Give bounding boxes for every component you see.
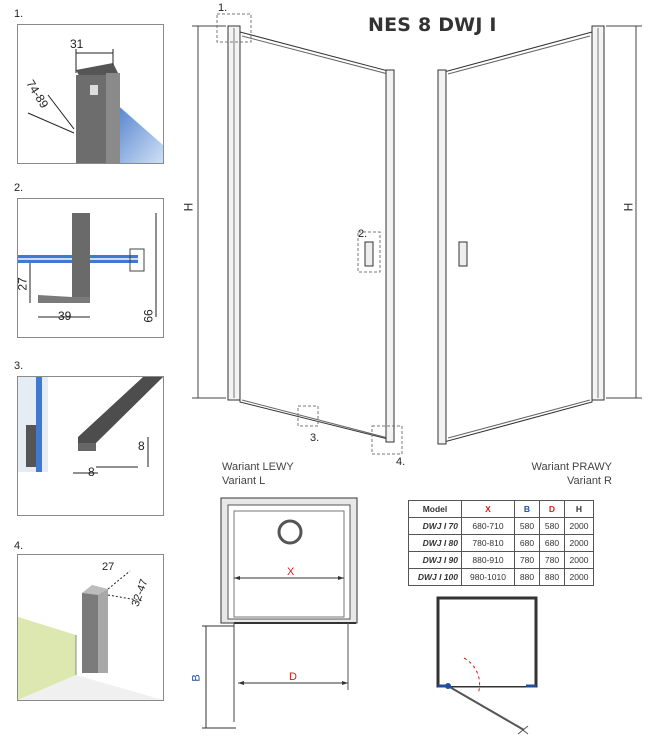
header-model: Model: [408, 500, 462, 518]
detail-3-dim-width: 8: [88, 465, 95, 479]
detail-2-number: 2.: [14, 182, 24, 194]
cell-b: 880: [514, 568, 540, 586]
table-header-row: Model X B D H: [408, 500, 594, 518]
table-row: DWJ I 100 980-1010 880 880 2000: [408, 568, 594, 586]
variant-right-line1: Wariant PRAWY: [531, 461, 612, 473]
detail-2-dim-39: 39: [58, 309, 72, 323]
cell-model: DWJ I 90: [408, 551, 462, 569]
right-door-drawing: [437, 25, 642, 445]
cell-model: DWJ I 70: [408, 517, 462, 535]
variant-right-line2: Variant R: [566, 475, 612, 487]
cell-d: 580: [539, 517, 565, 535]
detail-4-number: 4.: [14, 540, 24, 552]
door-elevations: [192, 13, 642, 455]
header-x: X: [461, 500, 515, 518]
cell-x: 880-910: [461, 551, 515, 569]
cell-h: 2000: [564, 568, 594, 586]
cell-b: 580: [514, 517, 540, 535]
detail-1-drawing: [27, 49, 163, 163]
height-label-right: H: [621, 202, 636, 212]
plan-b-label: B: [190, 674, 203, 682]
detail-3-number: 3.: [14, 360, 24, 372]
cell-d: 880: [539, 568, 565, 586]
product-title: NES 8 DWJ I: [368, 14, 497, 36]
detail-1-number: 1.: [14, 8, 24, 20]
plan-x-label: X: [287, 566, 295, 578]
callout-4: 4.: [396, 456, 406, 468]
cell-h: 2000: [564, 534, 594, 552]
detail-3-panel: 8 8: [17, 376, 164, 516]
cell-h: 2000: [564, 551, 594, 569]
cell-model: DWJ I 100: [408, 568, 462, 586]
header-d: D: [539, 500, 565, 518]
cell-b: 780: [514, 551, 540, 569]
callout-2: 2.: [358, 228, 368, 240]
cell-d: 680: [539, 534, 565, 552]
variant-right-label: Wariant PRAWY Variant R: [522, 460, 612, 488]
cell-x: 980-1010: [461, 568, 515, 586]
left-door-drawing: [192, 13, 403, 455]
callout-3: 3.: [310, 432, 320, 444]
cell-d: 780: [539, 551, 565, 569]
floor-plan-right: [436, 596, 538, 735]
variant-left-label: Wariant LEWY Variant L: [222, 460, 294, 488]
cell-x: 780-810: [461, 534, 515, 552]
detail-2-dim-66: 66: [141, 309, 156, 323]
variant-left-line2: Variant L: [222, 475, 266, 487]
detail-4-drawing: [18, 570, 163, 700]
cell-model: DWJ I 80: [408, 534, 462, 552]
cell-b: 680: [514, 534, 540, 552]
model-spec-table: Model X B D H DWJ I 70 680-710 580 580 2…: [408, 500, 594, 586]
floor-plan-left: [202, 497, 358, 729]
detail-4-dim-27: 27: [102, 561, 115, 573]
plan-d-label: D: [289, 671, 297, 683]
detail-1-panel: 31 74-89: [17, 24, 164, 164]
header-b: B: [514, 500, 540, 518]
cell-x: 680-710: [461, 517, 515, 535]
table-row: DWJ I 80 780-810 680 680 2000: [408, 534, 594, 552]
detail-2-panel: 27 39 66: [17, 198, 164, 338]
detail-4-panel: 27 32-47: [17, 554, 164, 701]
detail-2-dim-27: 27: [17, 277, 30, 291]
table-row: DWJ I 90 880-910 780 780 2000: [408, 551, 594, 569]
header-h: H: [564, 500, 594, 518]
table-row: DWJ I 70 680-710 580 580 2000: [408, 517, 594, 535]
detail-3-dim-height: 8: [138, 439, 145, 453]
variant-left-line1: Wariant LEWY: [222, 461, 294, 473]
cell-h: 2000: [564, 517, 594, 535]
detail-1-dim-width: 31: [70, 37, 84, 51]
detail-3-drawing: [18, 377, 163, 474]
detail-2-drawing: [18, 213, 157, 318]
callout-1: 1.: [218, 2, 228, 14]
height-label-left: H: [181, 202, 196, 212]
